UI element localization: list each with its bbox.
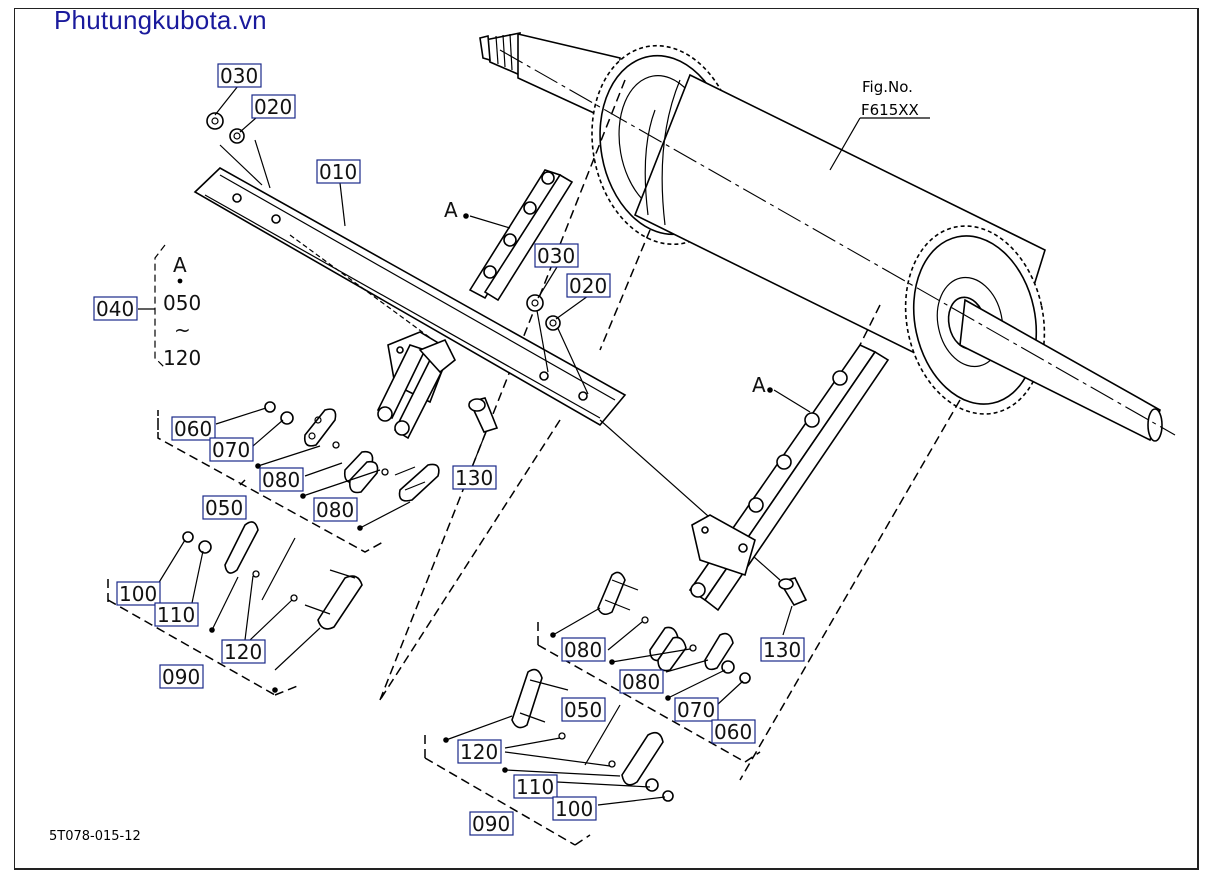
right-chain <box>688 343 890 612</box>
callout-070b: 070 <box>677 698 715 722</box>
callout-010: 010 <box>319 160 357 184</box>
callout-100: 100 <box>119 582 157 606</box>
callout-120: 120 <box>224 640 262 664</box>
callout-110b: 110 <box>516 775 554 799</box>
figure-label: Fig.No. <box>862 78 913 96</box>
leader-dots <box>177 213 773 773</box>
drum-assembly <box>479 32 1176 442</box>
connector-link-left <box>264 401 440 502</box>
group-enclosures <box>107 410 761 846</box>
watermark: Phutungkubota.vn <box>54 5 267 35</box>
group-range: A 050 ~ 120 <box>163 253 201 370</box>
callout-130: 130 <box>455 466 493 490</box>
connector-link-right-090 <box>511 668 674 802</box>
slat-bar-010 <box>193 139 781 581</box>
callout-080c: 080 <box>564 638 602 662</box>
callout-090b: 090 <box>472 812 510 836</box>
callout-090: 090 <box>162 665 200 689</box>
callout-060b: 060 <box>714 720 752 744</box>
callout-080d: 080 <box>622 670 660 694</box>
figure-number: F615XX <box>861 101 919 119</box>
callout-130b: 130 <box>763 638 801 662</box>
callout-070: 070 <box>212 438 250 462</box>
upper-chain-links <box>468 169 574 302</box>
drawing-frame <box>14 8 1199 870</box>
left-chain-bracket <box>376 331 499 440</box>
reference-a-right: A <box>752 373 766 397</box>
callout-080b: 080 <box>316 498 354 522</box>
callout-110: 110 <box>157 603 195 627</box>
callout-040: 040 <box>96 297 134 321</box>
group-bracket <box>138 244 166 369</box>
reference-a-upper: A <box>444 198 458 222</box>
callout-080: 080 <box>262 468 300 492</box>
callout-labels: 030 020 010 030 020 040 060 070 080 080 … <box>93 63 805 836</box>
connector-link-left-090 <box>182 521 363 630</box>
callout-120b: 120 <box>460 740 498 764</box>
connector-link-right <box>597 571 751 684</box>
callout-020b: 020 <box>569 274 607 298</box>
callout-050b: 050 <box>564 698 602 722</box>
callout-060: 060 <box>174 417 212 441</box>
callout-100b: 100 <box>555 797 593 821</box>
callout-030: 030 <box>220 64 258 88</box>
range-top: A <box>173 253 187 277</box>
range-start: 050 <box>163 291 201 315</box>
callout-050: 050 <box>205 496 243 520</box>
callout-020: 020 <box>254 95 292 119</box>
callout-030b: 030 <box>537 244 575 268</box>
range-tilde: ~ <box>174 318 191 342</box>
leader-lines <box>157 85 930 806</box>
range-end: 120 <box>163 346 201 370</box>
chain-path-lines <box>379 79 961 781</box>
nut-washer-top <box>206 112 561 331</box>
drawing-code: 5T078-015-12 <box>49 829 141 844</box>
